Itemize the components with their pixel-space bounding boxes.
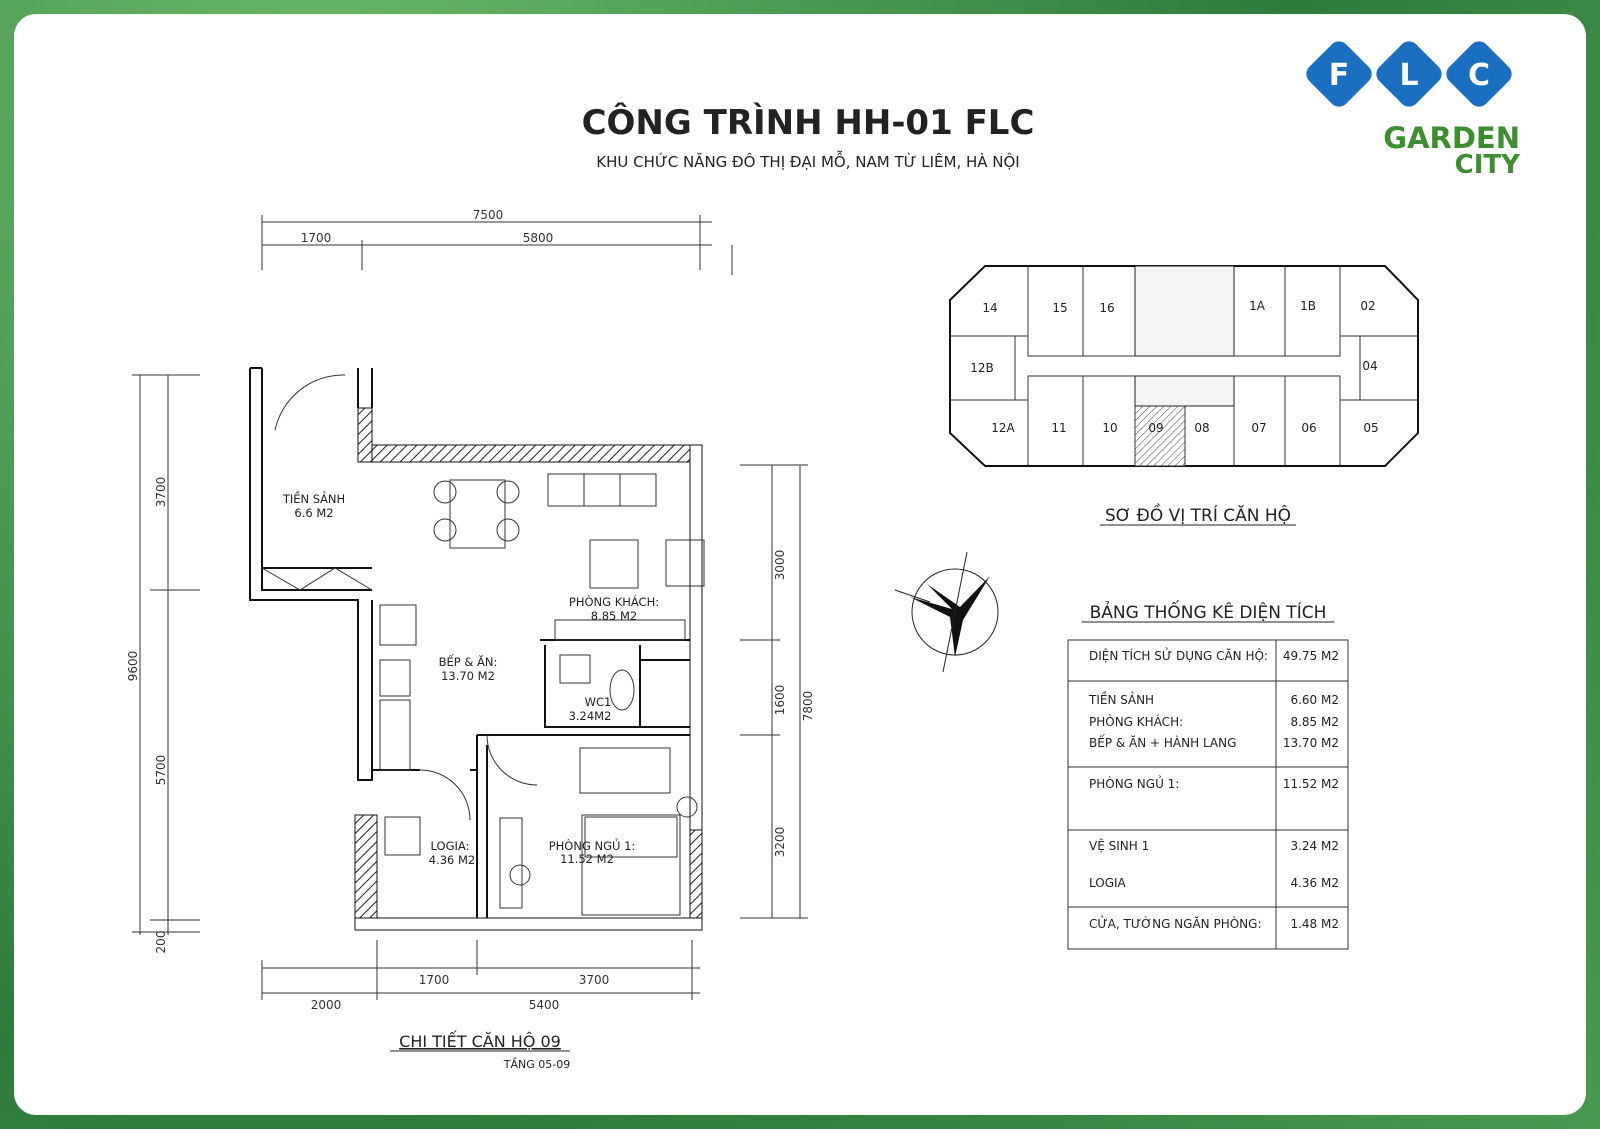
flc-logo: F L C GARDEN CITY [1306, 41, 1521, 180]
table-label-bep-an: BẾP & ĂN + HÀNH LANG [1089, 734, 1236, 750]
unit-11: 11 [1051, 421, 1066, 435]
table-label-phong-ngu: PHÒNG NGỦ 1: [1089, 775, 1179, 791]
room-labels: TIỀN SẢNH 6.6 M2 PHÒNG KHÁCH: 8.85 M2 BẾ… [282, 490, 659, 867]
room-name-logia: LOGIA: [431, 839, 470, 853]
dimension-lines [132, 215, 808, 1000]
dim-bottom-b: 3700 [579, 973, 610, 987]
table-label-logia: LOGIA [1089, 876, 1127, 890]
dim-right-c: 3200 [773, 827, 787, 858]
keyplan-title: SƠ ĐỒ VỊ TRÍ CĂN HỘ [1105, 502, 1291, 526]
compass-icon [894, 551, 999, 673]
unit-10: 10 [1102, 421, 1117, 435]
dim-left-c: 200 [154, 931, 168, 954]
logo-city: CITY [1455, 150, 1521, 180]
room-name-wc1: WC1 [585, 695, 612, 709]
table-label-total: DIỆN TÍCH SỬ DỤNG CĂN HỘ: [1089, 647, 1268, 663]
room-area-wc1: 3.24M2 [569, 709, 612, 723]
room-area-phong-ngu-1: 11.52 M2 [560, 852, 614, 866]
dim-bottom-d: 5400 [529, 998, 560, 1012]
unit-06: 06 [1301, 421, 1316, 435]
area-table: BẢNG THỐNG KÊ DIỆN TÍCH DIỆN TÍCH SỬ DỤN… [1067, 599, 1349, 950]
logo-letter-c: C [1468, 58, 1490, 93]
unit-09-highlight [1134, 405, 1186, 467]
table-label-ve-sinh: VỆ SINH 1 [1089, 838, 1149, 853]
table-label-walls: CỬA, TƯỜNG NGĂN PHÒNG: [1089, 915, 1261, 931]
dim-top-a: 1700 [301, 231, 332, 245]
unit-16: 16 [1099, 301, 1114, 315]
table-value-ve-sinh: 3.24 M2 [1290, 839, 1339, 853]
dim-right-total: 7800 [801, 691, 815, 722]
logo-letter-f: F [1329, 58, 1350, 93]
room-name-phong-ngu-1: PHÒNG NGỦ 1: [549, 837, 636, 853]
plan-floors: TẦNG 05-09 [503, 1057, 570, 1071]
unit-1b: 1B [1300, 299, 1316, 313]
room-area-phong-khach: 8.85 M2 [591, 609, 638, 623]
plan-caption: CHI TIẾT CĂN HỘ 09 [399, 1030, 561, 1051]
table-value-logia: 4.36 M2 [1290, 876, 1339, 890]
room-area-tien-sanh: 6.6 M2 [294, 506, 333, 520]
table-title: BẢNG THỐNG KÊ DIỆN TÍCH [1090, 599, 1327, 623]
unit-1a: 1A [1249, 299, 1266, 313]
dim-right-a: 3000 [773, 550, 787, 581]
room-name-phong-khach: PHÒNG KHÁCH: [569, 594, 659, 609]
table-label-tien-sanh: TIỀN SẢNH [1088, 691, 1154, 707]
unit-12b: 12B [970, 361, 994, 375]
dim-left-a: 3700 [154, 477, 168, 508]
table-value-phong-khach: 8.85 M2 [1290, 715, 1339, 729]
unit-14: 14 [982, 301, 997, 315]
unit-15: 15 [1052, 301, 1067, 315]
table-value-phong-ngu: 11.52 M2 [1283, 777, 1339, 791]
unit-04: 04 [1362, 359, 1377, 373]
key-plan: 14 15 16 1A 1B 02 12B 04 12A 11 10 09 08… [949, 265, 1419, 526]
table-value-total: 49.75 M2 [1283, 649, 1339, 663]
dim-right-b: 1600 [773, 685, 787, 716]
dim-left-total: 9600 [126, 651, 140, 682]
furniture [379, 473, 705, 916]
table-value-walls: 1.48 M2 [1290, 917, 1339, 931]
room-area-bep-an: 13.70 M2 [441, 669, 495, 683]
room-name-bep-an: BẾP & ĂN: [439, 653, 498, 669]
table-value-bep-an: 13.70 M2 [1283, 736, 1339, 750]
unit-09: 09 [1148, 421, 1163, 435]
table-label-phong-khach: PHÒNG KHÁCH: [1089, 714, 1183, 729]
unit-12a: 12A [991, 421, 1015, 435]
table-value-tien-sanh: 6.60 M2 [1290, 693, 1339, 707]
unit-07: 07 [1251, 421, 1266, 435]
room-name-tien-sanh: TIỀN SẢNH [282, 490, 345, 506]
unit-05: 05 [1363, 421, 1378, 435]
dim-top-b: 5800 [523, 231, 554, 245]
apartment-floor-plan: 7500 1700 5800 1700 3700 2000 5400 3700 … [126, 208, 815, 1071]
unit-02: 02 [1360, 299, 1375, 313]
page-subtitle: KHU CHỨC NĂNG ĐÔ THỊ ĐẠI MỖ, NAM TỪ LIÊM… [596, 150, 1020, 171]
page-title: CÔNG TRÌNH HH-01 FLC [582, 102, 1035, 143]
walls [249, 367, 703, 931]
dim-bottom-c: 2000 [311, 998, 342, 1012]
dim-top-total: 7500 [473, 208, 504, 222]
dim-bottom-a: 1700 [419, 973, 450, 987]
logo-letter-l: L [1399, 58, 1418, 93]
room-area-logia: 4.36 M2 [429, 853, 476, 867]
logo-garden: GARDEN [1383, 121, 1520, 155]
dim-left-b: 5700 [154, 755, 168, 786]
unit-08: 08 [1194, 421, 1209, 435]
